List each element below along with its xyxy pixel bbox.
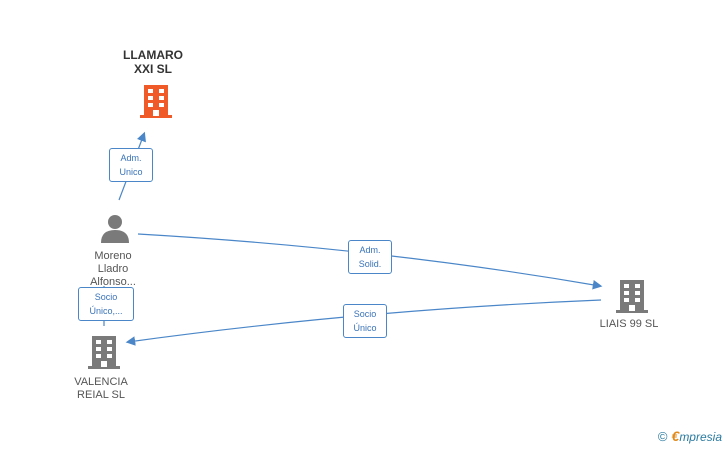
empresia-logo-text: mpresia (679, 430, 722, 444)
person-icon[interactable] (100, 213, 130, 243)
building-icon-llamaro[interactable] (140, 83, 172, 119)
relation-socio-unico-left-line2: Único,... (89, 306, 123, 316)
relation-adm-solid-line2: Solid. (358, 259, 382, 269)
building-icon-liais[interactable] (616, 278, 648, 314)
node-person-line3: Alfonso... (90, 276, 136, 286)
node-llamaro-label[interactable]: LLAMARO XXI SL (108, 48, 198, 76)
relation-socio-unico-mid-line1: Socio (353, 309, 377, 319)
empresia-brand[interactable]: © €mpresia (658, 428, 722, 444)
node-person-line1: Moreno (94, 250, 132, 262)
node-valencia-name-line1: VALENCIA (74, 376, 128, 388)
node-valencia-label[interactable]: VALENCIA REIAL SL (58, 376, 144, 402)
node-liais-name: LIAIS 99 SL (599, 318, 659, 330)
node-llamaro-name-line2: XXI SL (133, 62, 172, 76)
relation-socio-unico-mid[interactable]: Socio Único (343, 304, 387, 338)
building-icon-valencia[interactable] (88, 334, 120, 370)
node-llamaro-name-line1: LLAMARO (123, 48, 183, 62)
empresia-logo-e: € (671, 428, 680, 444)
relation-socio-unico-left-line1: Socio (94, 292, 118, 302)
relation-socio-unico-mid-line2: Único (353, 323, 377, 333)
node-person-label[interactable]: Moreno Lladro Alfonso... (70, 250, 156, 286)
relation-adm-unico-line1: Adm. (120, 153, 142, 163)
relation-adm-solid[interactable]: Adm. Solid. (348, 240, 392, 274)
copyright-icon: © (657, 428, 668, 444)
node-person-line2: Lladro (97, 263, 129, 275)
relation-adm-unico[interactable]: Adm. Unico (109, 148, 153, 182)
relation-socio-unico-left[interactable]: Socio Único,... (78, 287, 134, 321)
node-liais-label[interactable]: LIAIS 99 SL (586, 318, 672, 331)
node-valencia-name-line2: REIAL SL (77, 389, 125, 401)
relation-adm-solid-line1: Adm. (359, 245, 381, 255)
relation-adm-unico-line2: Unico (119, 167, 143, 177)
